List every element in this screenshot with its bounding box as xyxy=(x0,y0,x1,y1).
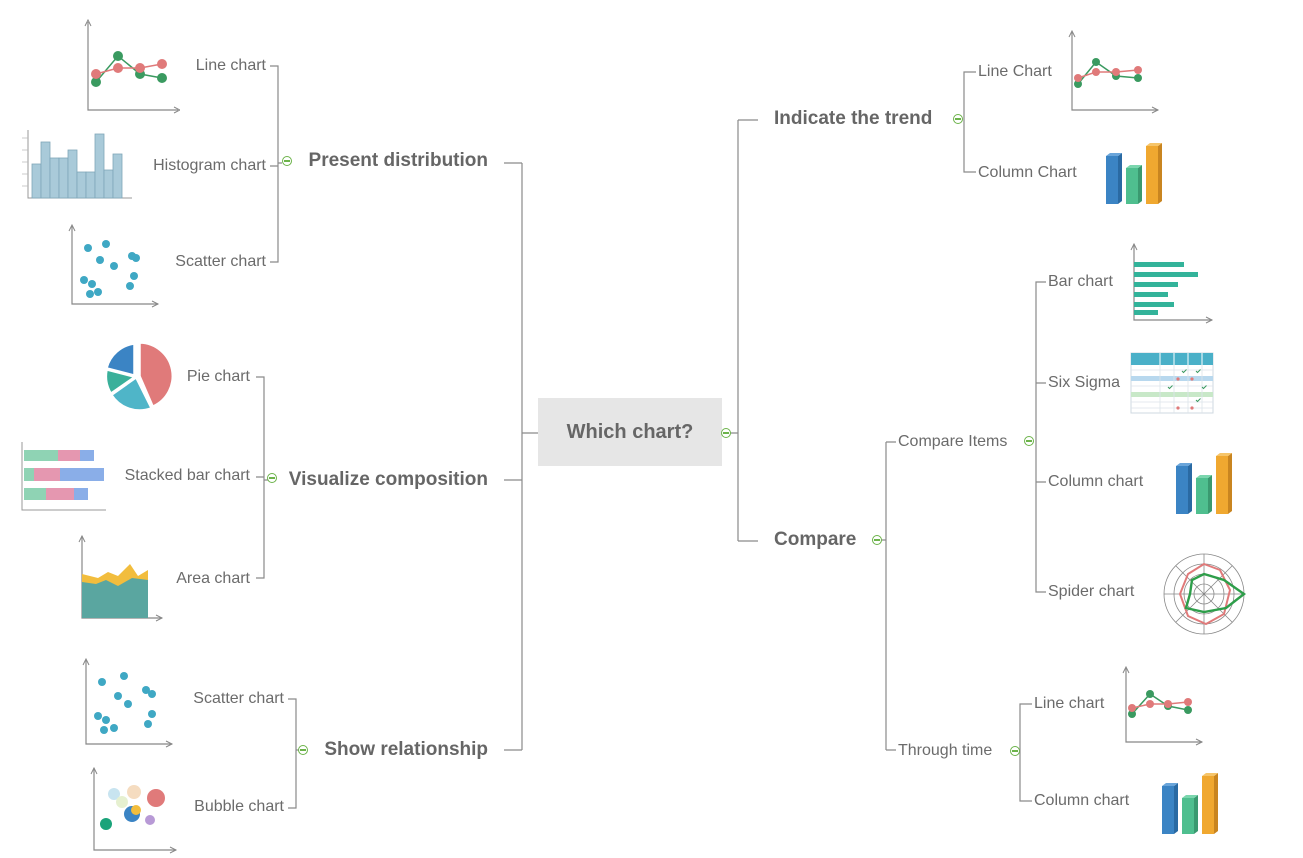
leaf-time-line-chart[interactable]: Line chart xyxy=(1034,695,1105,712)
branch-indicate-trend[interactable]: Indicate the trend xyxy=(774,108,933,129)
collapse-toggle-compare-items[interactable] xyxy=(1024,436,1034,446)
leaf-column-chart[interactable]: Column chart xyxy=(1048,473,1144,490)
sub-branch-compare-items[interactable]: Compare Items xyxy=(898,433,1008,450)
leaf-stacked-bar-chart[interactable]: Stacked bar chart xyxy=(124,467,250,484)
pie-chart-icon xyxy=(105,342,174,411)
leaf-trend-line-chart[interactable]: Line Chart xyxy=(978,63,1052,80)
leaf-scatter-chart-2[interactable]: Scatter chart xyxy=(193,690,284,707)
collapse-toggle-present-distribution[interactable] xyxy=(282,156,292,166)
time-column-chart-icon xyxy=(1162,773,1218,834)
leaf-scatter-chart[interactable]: Scatter chart xyxy=(175,253,266,270)
collapse-toggle-through-time[interactable] xyxy=(1010,746,1020,756)
leaf-line-chart[interactable]: Line chart xyxy=(195,57,266,74)
leaf-histogram-chart[interactable]: Histogram chart xyxy=(153,157,266,174)
branch-show-relationship[interactable]: Show relationship xyxy=(324,739,488,760)
line-chart-icon xyxy=(84,18,180,114)
spider-chart-icon xyxy=(1163,553,1247,635)
time-line-chart-icon xyxy=(1122,665,1204,746)
leaf-pie-chart[interactable]: Pie chart xyxy=(186,368,250,385)
branch-visualize-composition[interactable]: Visualize composition xyxy=(288,469,488,490)
leaf-trend-column-chart[interactable]: Column Chart xyxy=(978,164,1077,181)
scatter-chart-icon xyxy=(68,223,160,308)
sub-branch-through-time[interactable]: Through time xyxy=(898,742,993,759)
leaf-bar-chart[interactable]: Bar chart xyxy=(1048,273,1113,290)
branch-compare[interactable]: Compare xyxy=(774,529,857,550)
root-label: Which chart? xyxy=(566,420,694,443)
root-node[interactable]: Which chart? xyxy=(538,398,722,466)
branch-present-distribution[interactable]: Present distribution xyxy=(308,150,488,171)
leaf-spider-chart[interactable]: Spider chart xyxy=(1048,583,1135,600)
trend-line-chart-icon xyxy=(1068,29,1160,114)
column-chart-icon xyxy=(1176,453,1232,514)
six-sigma-icon xyxy=(1130,352,1214,414)
collapse-toggle-show-relationship[interactable] xyxy=(298,745,308,755)
bar-chart-icon xyxy=(1130,242,1214,324)
leaf-time-column-chart[interactable]: Column chart xyxy=(1034,792,1130,809)
leaf-bubble-chart[interactable]: Bubble chart xyxy=(194,798,284,815)
collapse-toggle-compare[interactable] xyxy=(872,535,882,545)
collapse-toggle-indicate-trend[interactable] xyxy=(953,114,963,124)
trend-column-chart-icon xyxy=(1106,143,1162,204)
collapse-toggle-visualize-composition[interactable] xyxy=(267,473,277,483)
stacked-bar-chart-icon xyxy=(21,442,106,511)
leaf-six-sigma[interactable]: Six Sigma xyxy=(1048,374,1121,391)
area-chart-icon xyxy=(78,534,164,622)
bubble-chart-icon xyxy=(90,766,178,854)
collapse-toggle-root[interactable] xyxy=(721,428,731,438)
leaf-area-chart[interactable]: Area chart xyxy=(176,570,250,587)
histogram-chart-icon xyxy=(22,130,132,199)
scatter-chart-icon-2 xyxy=(82,657,174,748)
